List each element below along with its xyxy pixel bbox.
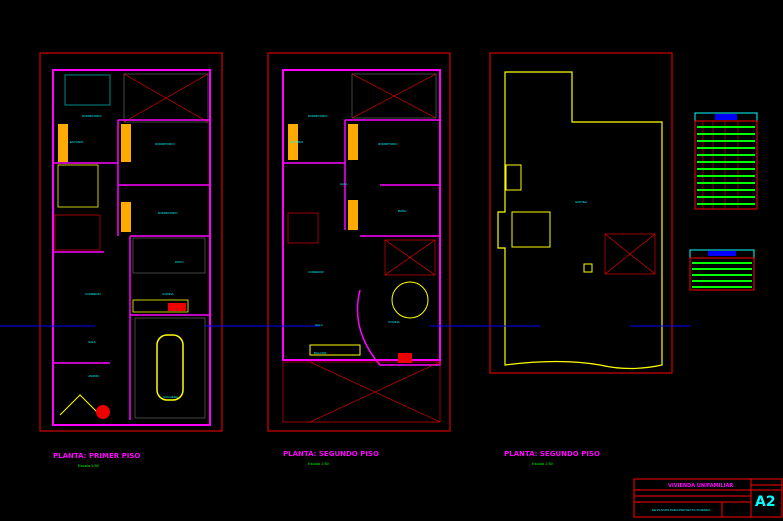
opening-schedule-table	[694, 112, 758, 210]
plan-roof	[460, 52, 690, 374]
title-block	[633, 478, 783, 518]
door-schedule-table	[689, 249, 755, 291]
plan-first-floor	[0, 52, 262, 432]
plan-second-floor	[230, 52, 490, 432]
